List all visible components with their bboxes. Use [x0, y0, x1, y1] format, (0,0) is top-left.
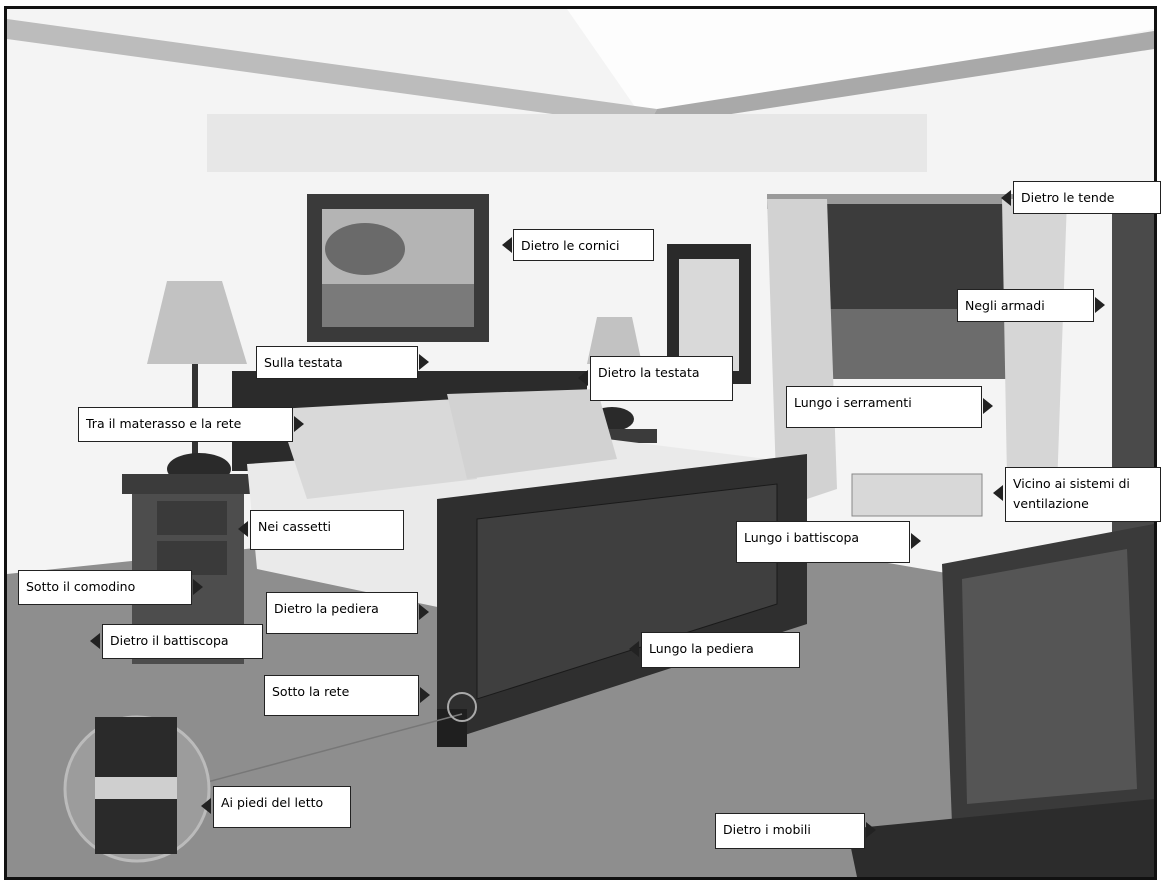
label-vicino-ventilazione: Vicino ai sistemi di ventilazione: [1005, 467, 1161, 522]
arrow-left-icon: [629, 641, 639, 657]
label-negli-armadi: Negli armadi: [957, 289, 1094, 322]
label-dietro-battiscopa: Dietro il battiscopa: [102, 624, 263, 659]
arrow-right-icon: [294, 416, 304, 432]
bed-foot: [437, 709, 467, 747]
label-sotto-comodino: Sotto il comodino: [18, 570, 192, 605]
label-ai-piedi-letto: Ai piedi del letto: [213, 786, 351, 828]
arrow-right-icon: [911, 533, 921, 549]
arrow-left-icon: [1001, 190, 1011, 206]
arrow-right-icon: [420, 687, 430, 703]
vent: [852, 474, 982, 516]
label-dietro-le-cornici: Dietro le cornici: [513, 229, 654, 261]
label-lungo-battiscopa: Lungo i battiscopa: [736, 521, 910, 563]
bedroom-scene: [7, 9, 1154, 877]
arrow-left-icon: [578, 370, 588, 386]
curtain-right: [1002, 199, 1067, 489]
label-dietro-pediera: Dietro la pediera: [266, 592, 418, 634]
arrow-right-icon: [419, 604, 429, 620]
arrow-left-icon: [993, 485, 1003, 501]
label-dietro-la-testata: Dietro la testata: [590, 356, 733, 401]
arrow-left-icon: [502, 237, 512, 253]
arrow-right-icon: [193, 579, 203, 595]
label-lungo-pediera: Lungo la pediera: [641, 632, 800, 668]
label-tra-materasso-rete: Tra il materasso e la rete: [78, 407, 293, 442]
arrow-left-icon: [238, 521, 248, 537]
label-sulla-testata: Sulla testata: [256, 346, 418, 379]
label-dietro-mobili: Dietro i mobili: [715, 813, 865, 849]
mirror-glass: [679, 259, 739, 371]
picture-frame: [4, 6, 1157, 880]
arrow-left-icon: [201, 798, 211, 814]
arrow-right-icon: [419, 354, 429, 370]
arrow-left-icon: [90, 633, 100, 649]
nightstand-top: [122, 474, 257, 494]
label-lungo-i-serramenti: Lungo i serramenti: [786, 386, 982, 428]
label-dietro-le-tende: Dietro le tende: [1013, 181, 1161, 214]
label-nei-cassetti: Nei cassetti: [250, 510, 404, 550]
faded-heading: [207, 114, 927, 172]
label-sotto-rete: Sotto la rete: [264, 675, 419, 716]
arrow-right-icon: [1095, 297, 1105, 313]
arrow-right-icon: [866, 822, 876, 838]
arrow-right-icon: [983, 398, 993, 414]
